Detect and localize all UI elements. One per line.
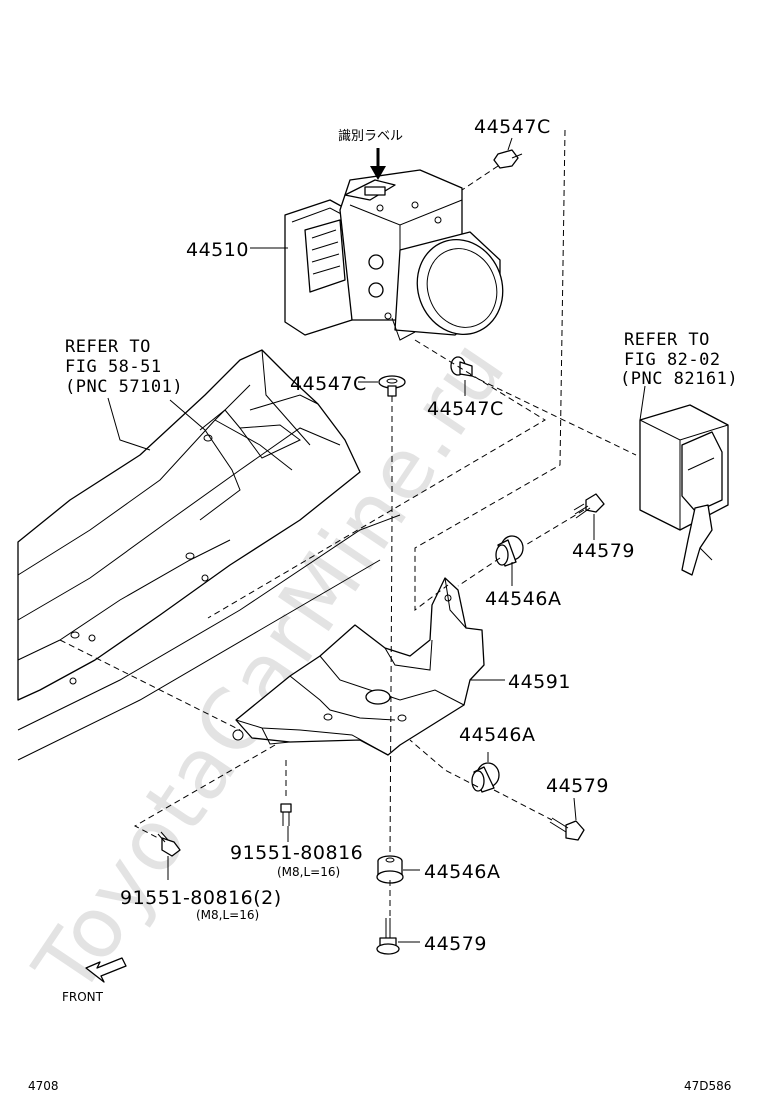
refer-right-line-1: REFER TO <box>624 330 710 350</box>
refer-right-line-2: FIG 82-02 <box>624 350 721 370</box>
part-number-44579-a: 44579 <box>572 540 635 562</box>
id-label-text: 識別ラベル <box>338 129 403 144</box>
part-number-44546a-c: 44546A <box>424 861 500 883</box>
dashed-guides <box>59 129 637 920</box>
part-number-44546a-a: 44546A <box>485 588 561 610</box>
grommet-44546a-c <box>376 855 404 884</box>
part-number-44579-b: 44579 <box>546 775 609 797</box>
part-number-44547c-top: 44547C <box>474 116 551 138</box>
part-number-44546a-b: 44546A <box>459 724 535 746</box>
part-spec-91551-b: (M8,L=16) <box>196 908 259 922</box>
abs-actuator <box>284 169 504 341</box>
grommet-44546a-b <box>471 762 500 793</box>
front-arrow-icon <box>85 957 127 983</box>
page-number: 4708 <box>28 1079 59 1093</box>
id-label-arrow <box>370 148 386 180</box>
grommet-44546a-a <box>495 535 524 567</box>
refer-note-right: REFER TO FIG 82-02 (PNC 82161) <box>620 330 738 389</box>
figure-code: 47D586 <box>684 1079 731 1093</box>
refer-right-line-3: (PNC 82161) <box>620 369 738 389</box>
leader-lines <box>107 137 646 943</box>
part-spec-91551-a: (M8,L=16) <box>277 865 340 879</box>
bolt-91551-b <box>157 831 181 857</box>
bolt-44579-b <box>549 817 585 841</box>
ecu-module <box>639 404 729 576</box>
front-label: FRONT <box>62 990 104 1004</box>
part-number-44510: 44510 <box>186 239 249 261</box>
part-number-44579-c: 44579 <box>424 933 487 955</box>
frame-member <box>17 349 401 761</box>
part-number-44547c-left: 44547C <box>290 373 367 395</box>
part-number-91551-a: 91551-80816 <box>230 842 363 864</box>
bracket-44591 <box>232 577 485 756</box>
refer-left-line-1: REFER TO <box>65 337 151 357</box>
part-number-91551-b: 91551-80816(2) <box>120 887 282 909</box>
bolt-44579-c <box>376 918 400 955</box>
part-number-44547c-mid: 44547C <box>427 398 504 420</box>
bolt-44579-a <box>573 493 605 519</box>
bolt-91551-a <box>280 803 292 826</box>
refer-left-line-3: (PNC 57101) <box>65 377 183 397</box>
refer-note-left: REFER TO FIG 58-51 (PNC 57101) <box>65 337 183 397</box>
part-number-44591: 44591 <box>508 671 571 693</box>
refer-left-line-2: FIG 58-51 <box>65 357 162 377</box>
bolt-44547c-top <box>493 149 523 169</box>
bolt-44547c-left <box>378 375 406 397</box>
